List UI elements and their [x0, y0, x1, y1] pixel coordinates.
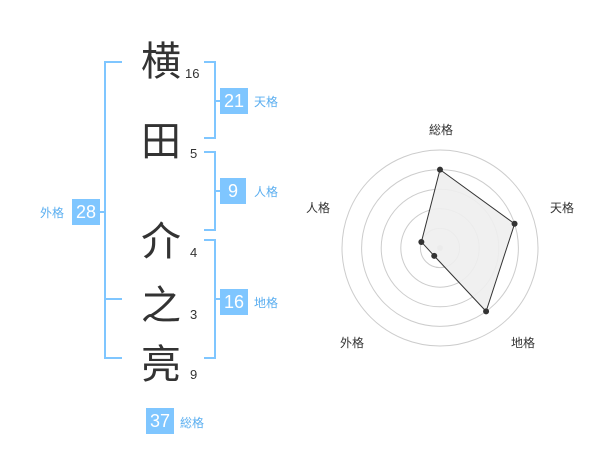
name-char-2: 田 [141, 119, 181, 165]
soukaku-label: 総格 [180, 416, 205, 430]
gaikaku-bracket-top-stub [104, 298, 122, 300]
radar-area [420, 168, 516, 313]
radar-point-4 [418, 238, 425, 245]
radar-point-1 [511, 220, 518, 227]
gaikaku-badge: 28 [72, 199, 100, 225]
tenkaku-bracket-tick [216, 100, 220, 102]
stroke-count-1: 16 [185, 66, 200, 81]
jinkaku-bracket-tick [216, 190, 220, 192]
chikaku-badge: 16 [220, 289, 248, 315]
radar-point-2 [483, 308, 490, 315]
radar-label-chikaku: 地格 [511, 335, 535, 350]
radar-point-3 [431, 252, 438, 259]
name-char-1: 横 [141, 39, 181, 85]
name-char-4: 之 [141, 283, 181, 329]
radar-ring-5 [341, 149, 539, 347]
radar-chart: 総格 天格 地格 外格 人格 [306, 122, 574, 350]
soukaku-badge: 37 [146, 408, 174, 434]
stroke-count-3: 4 [190, 245, 198, 260]
chikaku-bracket-tick [216, 298, 220, 300]
jinkaku-bracket [204, 151, 216, 231]
radar-label-jinkaku: 人格 [306, 200, 330, 215]
stroke-count-5: 9 [190, 367, 198, 382]
gaikaku-label: 外格 [40, 206, 65, 220]
gaikaku-bracket-mid-tick [100, 211, 104, 213]
gaikaku-bracket [104, 61, 122, 359]
radar-label-soukaku: 総格 [429, 122, 453, 137]
name-char-3: 介 [141, 219, 181, 265]
radar-label-tenkaku: 天格 [550, 200, 574, 215]
chikaku-label: 地格 [254, 296, 279, 310]
tenkaku-bracket [204, 61, 216, 139]
jinkaku-badge: 9 [220, 178, 246, 204]
jinkaku-label: 人格 [254, 185, 279, 199]
tenkaku-label: 天格 [254, 95, 279, 109]
radar-label-gaikaku: 外格 [340, 335, 364, 350]
tenkaku-badge: 21 [220, 88, 248, 114]
radar-points [418, 166, 518, 315]
name-char-5: 亮 [141, 342, 181, 388]
stroke-count-4: 3 [190, 307, 198, 322]
stroke-count-2: 5 [190, 146, 198, 161]
chikaku-bracket [204, 239, 216, 359]
radar-point-0 [437, 166, 443, 173]
